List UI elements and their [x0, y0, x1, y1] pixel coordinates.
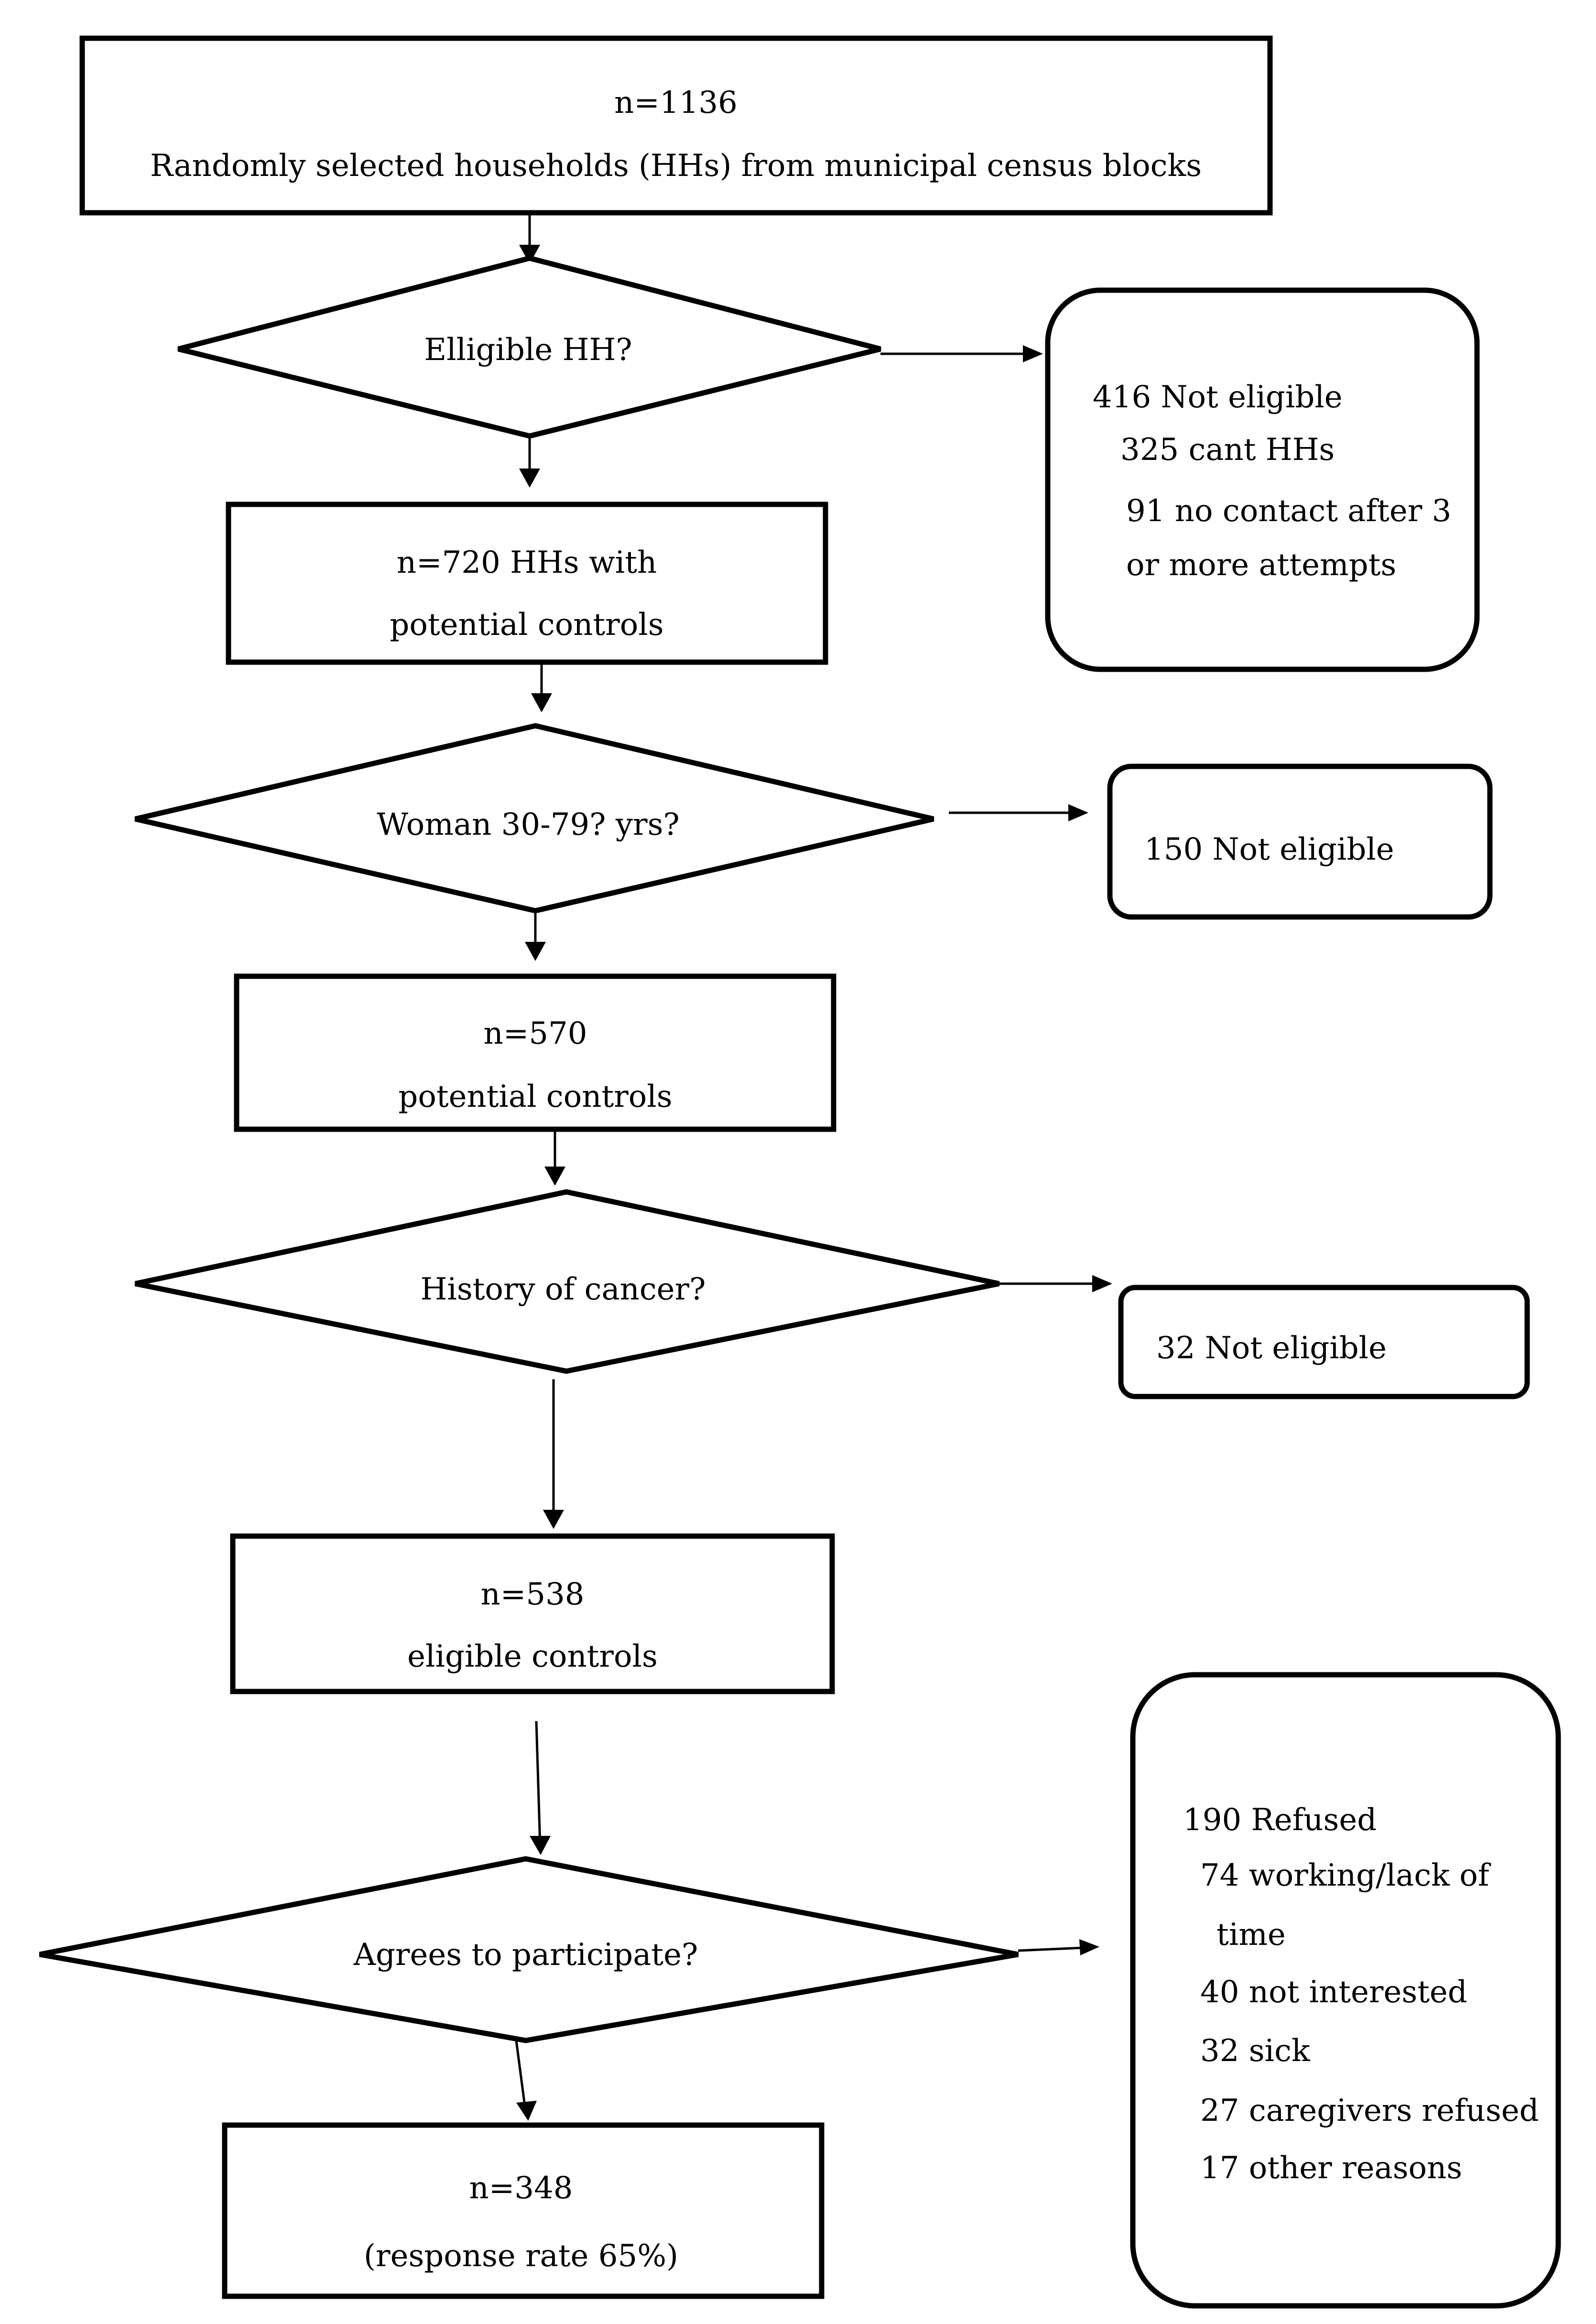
hh-potential-controls-count: n=720 HHs with [397, 545, 657, 580]
exclusion-4-line-2: 74 working/lack of [1200, 1858, 1491, 1893]
exclusion-4-line-6: 27 caregivers refused [1200, 2093, 1539, 2128]
arrowhead [543, 1510, 564, 1529]
final-participants-box [222, 2122, 825, 2299]
decision-cancer-history [134, 1189, 1000, 1374]
final-participants-count: n=348 [469, 2171, 573, 2206]
exclusion-4-line-1: 190 Refused [1183, 1802, 1377, 1838]
potential-controls-count: n=570 [484, 1016, 587, 1051]
exclusion-1-line-1: 416 Not eligible [1093, 380, 1343, 415]
arrowhead [1079, 1939, 1099, 1955]
exclusion-1-line-4: or more attempts [1126, 547, 1396, 583]
arrowhead [1068, 804, 1088, 821]
hh-potential-controls-label: potential controls [390, 607, 663, 643]
exclusion-box-refused [1130, 1672, 1561, 2309]
arrowhead [531, 693, 552, 712]
hh-potential-controls-box [226, 502, 828, 665]
arrowhead [525, 942, 546, 961]
exclusion-4-line-4: 40 not interested [1200, 1975, 1467, 2010]
exclusion-2-line-1: 150 Not eligible [1144, 832, 1394, 867]
start-count: n=1136 [614, 85, 738, 120]
arrowhead [544, 1167, 565, 1186]
final-response-rate: (response rate 65%) [364, 2238, 678, 2274]
eligible-controls-label: eligible controls [407, 1639, 658, 1674]
arrowhead [1023, 345, 1043, 362]
exclusion-1-line-3: 91 no contact after 3 [1126, 493, 1451, 529]
arrow-d4-to-exclusion [1018, 1946, 1085, 1952]
arrowhead [519, 245, 540, 264]
exclusion-box-not-eligible-age [1107, 764, 1493, 920]
exclusion-1-line-2: 325 cant HHs [1120, 432, 1335, 468]
exclusion-box-not-eligible-hh [1045, 287, 1480, 672]
arrow-d4-to-final [515, 2040, 527, 2114]
decision-eligible-hh-label: Elligible HH? [424, 332, 632, 368]
eligible-controls-box [230, 1533, 835, 1694]
arrow-box4-to-d4 [535, 1721, 542, 1847]
potential-controls-box [234, 973, 836, 1132]
arrowhead [519, 469, 540, 488]
exclusion-4-line-3: time [1216, 1917, 1286, 1953]
exclusion-4-line-5: 32 sick [1200, 2033, 1311, 2069]
decision-cancer-history-label: History of cancer? [421, 1272, 706, 1307]
exclusion-3-line-1: 32 Not eligible [1156, 1331, 1387, 1366]
decision-agrees [39, 1856, 1019, 2043]
arrowhead [1092, 1275, 1112, 1292]
start-box [79, 35, 1273, 216]
exclusion-4-line-7: 17 other reasons [1200, 2150, 1462, 2186]
decision-agrees-label: Agrees to participate? [353, 1937, 698, 1973]
potential-controls-label: potential controls [398, 1079, 672, 1114]
eligible-controls-count: n=538 [481, 1577, 585, 1612]
start-description: Randomly selected households (HHs) from … [150, 148, 1202, 184]
arrowhead [530, 1836, 551, 1855]
decision-woman-age-label: Woman 30-79? yrs? [377, 807, 679, 842]
exclusion-box-not-eligible-cancer [1118, 1285, 1530, 1399]
arrowhead [516, 2101, 537, 2121]
